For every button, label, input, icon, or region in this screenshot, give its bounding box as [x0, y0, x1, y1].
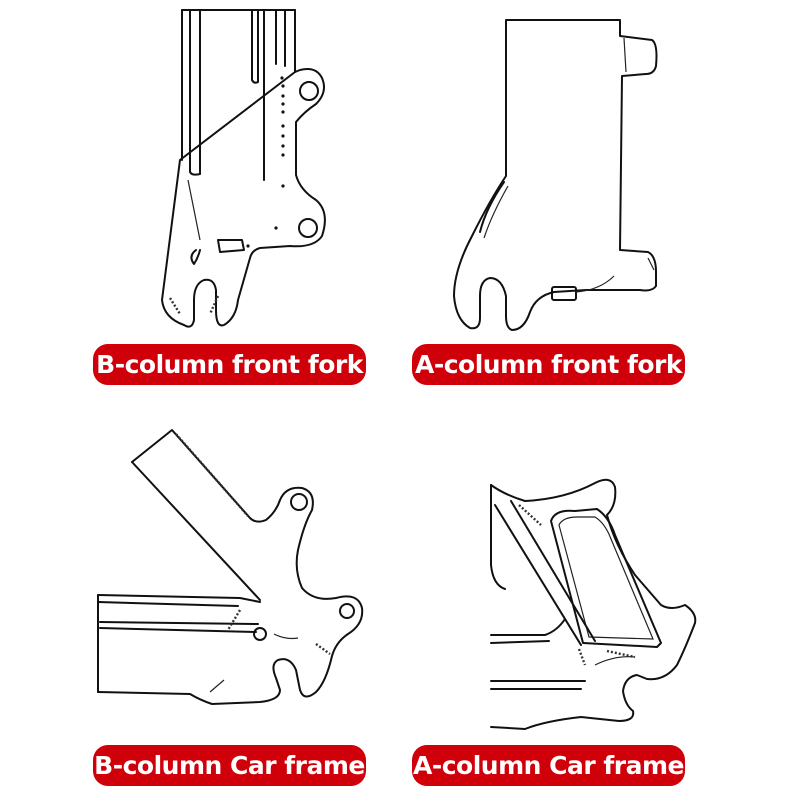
label-a-column-car-frame: A-column Car frame [413, 746, 684, 785]
a-column-car-frame-drawing [485, 465, 725, 735]
panel-b-column-car-frame: B-column Car frame [0, 400, 400, 800]
a-column-front-fork-drawing [440, 0, 680, 340]
b-column-front-fork-drawing [140, 0, 360, 340]
b-column-car-frame-drawing [90, 420, 380, 720]
label-b-column-front-fork: B-column front fork [94, 345, 365, 384]
panel-a-column-front-fork: A-column front fork [400, 0, 800, 400]
label-a-column-front-fork: A-column front fork [413, 345, 684, 384]
panel-b-column-front-fork: B-column front fork [0, 0, 400, 400]
panel-a-column-car-frame: A-column Car frame [400, 400, 800, 800]
label-b-column-car-frame: B-column Car frame [94, 746, 365, 785]
